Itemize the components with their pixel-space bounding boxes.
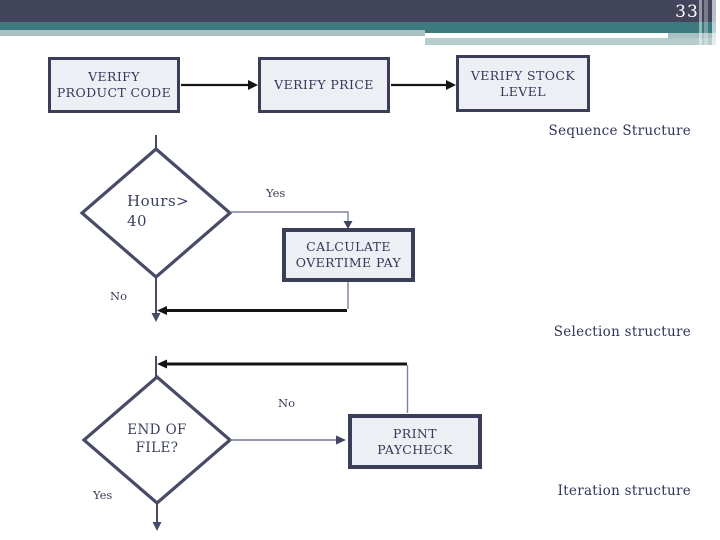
- process-box-label-line: VERIFY PRICE: [274, 77, 374, 92]
- process-box-verify-product-code: VERIFY PRODUCT CODE: [48, 57, 180, 113]
- decision-label-end-of-file: END OF FILE?: [110, 421, 204, 457]
- decision-label-hours: Hours> 40: [127, 191, 193, 231]
- sel-yes-arrowhead: [343, 221, 353, 229]
- header-edge-stripe-1: [699, 0, 702, 46]
- header-edge-stripe-3: [712, 0, 716, 52]
- header-white-stripe: [425, 33, 668, 38]
- seq-arrowhead-1: [248, 80, 258, 90]
- header-edge-stripe-4: [716, 0, 720, 540]
- header-sage-stripe-right: [425, 38, 716, 45]
- process-box-label-line: PAYCHECK: [377, 441, 453, 457]
- branch-label-yes-selection: Yes: [266, 186, 286, 200]
- process-box-verify-stock-level: VERIFY STOCK LEVEL: [456, 55, 590, 112]
- sel-merge-arrowhead: [157, 306, 167, 315]
- decision-label-line: 40: [127, 212, 148, 230]
- caption-iteration-structure: Iteration structure: [557, 483, 691, 499]
- seq-arrowhead-2: [446, 80, 456, 90]
- branch-label-no-iteration: No: [278, 396, 295, 410]
- decision-label-line: END OF: [127, 422, 187, 438]
- branch-label-yes-iteration: Yes: [93, 488, 113, 502]
- process-box-label-line: VERIFY STOCK: [470, 67, 576, 83]
- caption-sequence-structure: Sequence Structure: [548, 123, 691, 139]
- header-sage-stripe-left: [0, 30, 425, 36]
- iter-exit-arrowhead: [152, 522, 162, 531]
- branch-label-no-selection: No: [110, 289, 127, 303]
- header-dark-bar: [0, 0, 716, 22]
- decision-label-line: FILE?: [135, 440, 179, 456]
- iter-no-arrowhead: [336, 435, 346, 445]
- header-sage-stripe-tail: [668, 33, 716, 38]
- sel-yes-connector: [230, 211, 349, 223]
- process-box-label-line: PRINT: [392, 425, 438, 441]
- process-box-label-line: CALCULATE: [306, 239, 391, 254]
- process-box-label-line: LEVEL: [500, 83, 546, 99]
- process-box-print-paycheck: PRINT PAYCHECK: [348, 414, 482, 469]
- process-box-verify-price: VERIFY PRICE: [258, 57, 390, 113]
- sel-exit-arrowhead: [151, 313, 161, 322]
- iter-loop-arrowhead: [157, 359, 167, 369]
- header-edge-stripe-2: [704, 0, 708, 46]
- caption-selection-structure: Selection structure: [553, 324, 691, 340]
- process-box-label-line: OVERTIME PAY: [295, 255, 402, 270]
- process-box-calculate-overtime-pay: CALCULATE OVERTIME PAY: [282, 228, 415, 282]
- process-box-label-line: VERIFY: [88, 69, 140, 84]
- decision-label-line: Hours>: [127, 192, 190, 210]
- page-number: 33: [675, 2, 699, 22]
- process-box-label-line: PRODUCT CODE: [56, 85, 172, 100]
